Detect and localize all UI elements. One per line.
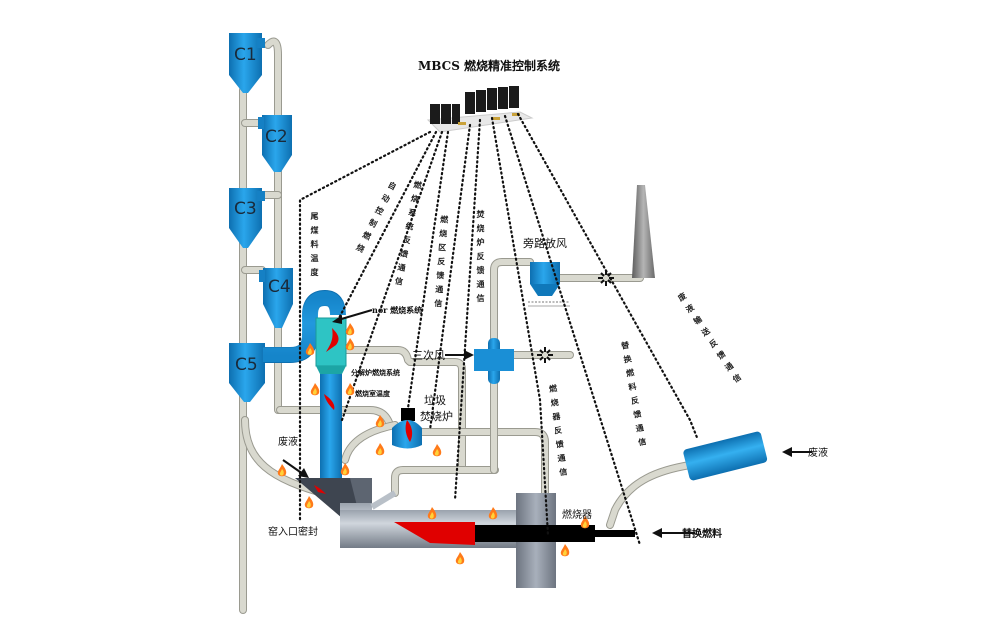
label-bypass-air: 旁路放风	[523, 236, 567, 250]
fan-icon-bypass	[598, 270, 614, 286]
label-waste-liquid-left: 废液	[278, 435, 298, 448]
label-small-1: 分解炉燃烧系统	[351, 368, 400, 377]
label-alternative-fuel: 替换燃料	[682, 527, 722, 540]
precalciner	[263, 289, 373, 480]
waste-incinerator	[392, 408, 422, 449]
fan-icon-tertiary	[537, 347, 553, 363]
tertiary-air-tee	[474, 338, 514, 384]
label-tertiary-air: 三次风	[412, 348, 445, 362]
cyclone-tower: C1 C2 C3 C4 C5	[229, 33, 293, 402]
cyclone-c2: C2	[258, 115, 292, 172]
bypass-unit	[528, 262, 570, 307]
system-title: MBCS 燃烧精准控制系统	[418, 58, 560, 73]
signal-label-material-temp: 尾煤料温度	[310, 212, 319, 282]
cyclone-label-c2: C2	[265, 127, 288, 147]
waste-liquid-tank	[683, 431, 768, 481]
cyclone-c4: C4	[259, 268, 293, 328]
cyclone-c1: C1	[229, 33, 265, 93]
label-incinerator-2: 焚烧炉	[420, 410, 453, 423]
label-burner: 燃烧器	[562, 508, 592, 521]
signal-lines	[298, 112, 700, 547]
chimney-stack	[632, 185, 655, 278]
rotary-kiln	[295, 478, 635, 588]
cyclone-label-c3: C3	[234, 199, 257, 219]
arrows	[282, 350, 812, 538]
signal-label-incinerator-feedback: 焚烧炉反馈通信	[476, 210, 485, 308]
cyclone-c3: C3	[229, 188, 265, 248]
cyclone-label-c1: C1	[234, 45, 257, 65]
label-incinerator-1: 垃圾	[424, 393, 446, 407]
label-kiln-inlet-seal: 窑入口密封	[268, 525, 318, 538]
label-nox-system: nor 燃烧系统	[372, 305, 422, 315]
label-waste-liquid-right: 废液	[808, 446, 828, 459]
cyclone-label-c5: C5	[235, 355, 258, 375]
cyclone-label-c4: C4	[268, 277, 291, 297]
label-small-2: 燃烧室温度	[354, 389, 391, 398]
cyclone-c5: C5	[229, 343, 265, 402]
pipes	[239, 37, 694, 614]
